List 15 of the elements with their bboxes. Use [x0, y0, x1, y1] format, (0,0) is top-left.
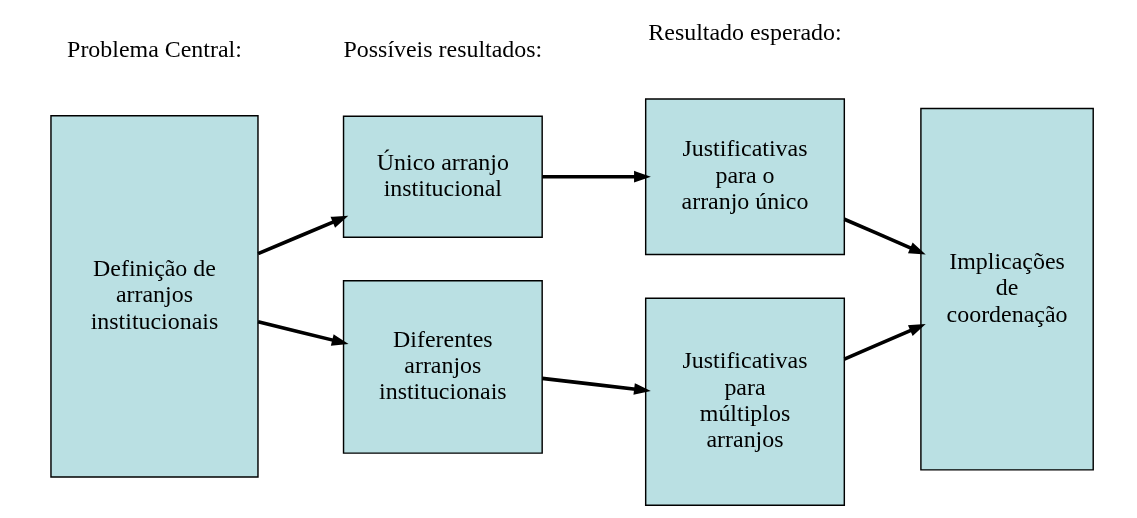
node-box: Único arranjo institucional	[342, 115, 543, 238]
arrow	[542, 376, 651, 395]
arrow	[257, 319, 349, 346]
node-box: Justificativas para o arranjo único	[644, 98, 846, 256]
arrow	[257, 215, 349, 256]
label: Problema Central:	[67, 36, 242, 63]
node-box: Justificativas para múltiplos arranjos	[644, 297, 846, 506]
node-box: Implicações de coordenação	[920, 107, 1094, 471]
node-box: Diferentes arranjos institucionais	[342, 280, 543, 454]
arrow	[542, 170, 651, 183]
node-box: Definição de arranjos institucionais	[50, 115, 259, 478]
label: Possíveis resultados:	[343, 36, 543, 63]
arrow	[843, 323, 926, 361]
label: Resultado esperado:	[648, 19, 842, 46]
arrow	[843, 217, 926, 255]
